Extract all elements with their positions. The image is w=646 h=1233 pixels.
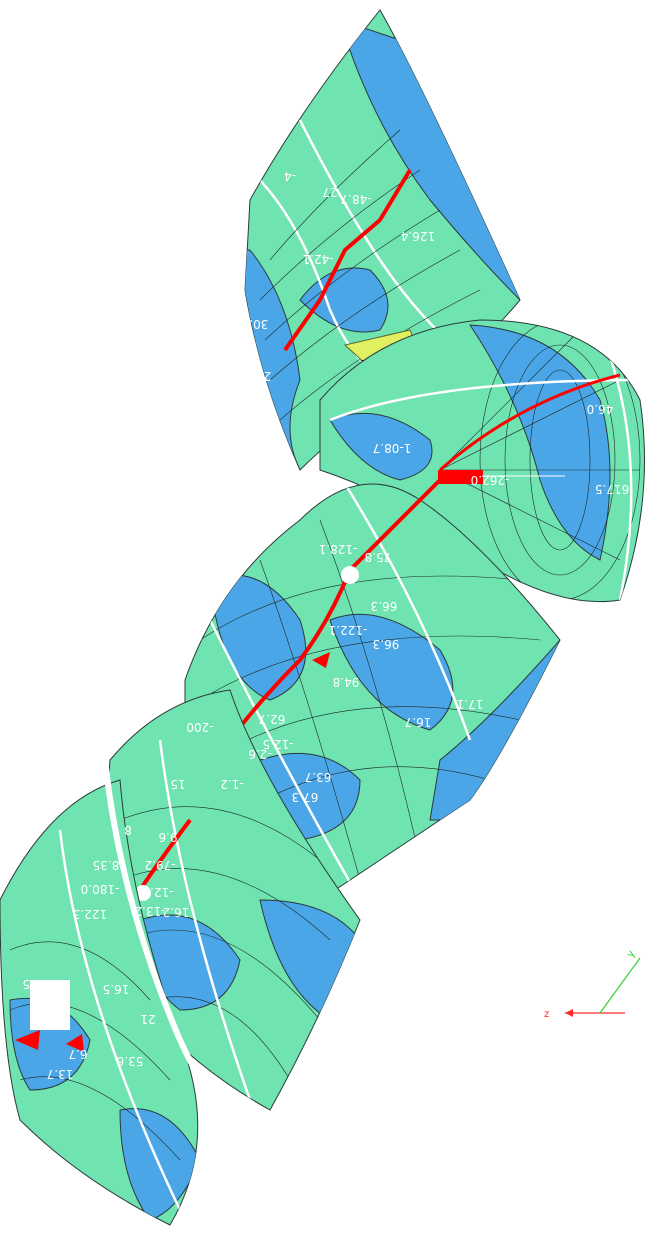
value-label: -13.2 <box>134 904 165 918</box>
value-label: -2.6 <box>248 747 271 761</box>
value-label: -180.0 <box>81 882 120 896</box>
value-label: 2.40 <box>245 369 272 383</box>
value-label: 126.4 <box>401 229 435 243</box>
value-label: 75.8 <box>365 550 392 564</box>
value-label: 8.35 <box>93 858 120 872</box>
value-label: 66.3 <box>371 599 398 613</box>
value-label: -12.3 <box>142 885 173 899</box>
value-label: 16.7 <box>405 715 432 729</box>
value-label: -4 <box>284 169 296 183</box>
value-label: 5.8 <box>200 1157 219 1171</box>
value-label: 617.5 <box>595 482 629 496</box>
value-label: 17.1 <box>457 697 484 711</box>
value-label: 62.7 <box>259 712 286 726</box>
bulb-shell-panel <box>319 319 645 603</box>
value-label: -1.2 <box>220 777 243 791</box>
value-label: -79.2 <box>144 858 175 872</box>
shell-gap <box>102 759 272 1130</box>
value-label: -5 <box>242 349 254 363</box>
z-axis-arrowhead <box>565 1009 573 1017</box>
value-label: -262.0 <box>471 473 510 487</box>
value-label: 94.8 <box>333 675 360 689</box>
value-label: 96.3 <box>373 637 400 651</box>
value-label: -122.1 <box>329 623 368 637</box>
value-label: 30.0 <box>242 317 269 331</box>
value-label: 46.0 <box>587 402 614 416</box>
value-label: 13.7 <box>47 1067 74 1081</box>
value-label: 15 <box>22 977 37 991</box>
value-label: -12.5 <box>262 737 293 751</box>
value-label: 8 <box>124 823 132 837</box>
value-label: -48.7 <box>340 192 371 206</box>
value-label: 122.3 <box>73 907 107 921</box>
value-label: -128.1 <box>319 542 358 556</box>
value-label: 27 <box>322 185 337 199</box>
value-label: 67.3 <box>292 790 319 804</box>
red-peak-marker <box>438 470 483 484</box>
value-label: 63.7 <box>305 770 332 784</box>
y-axis-label: y <box>625 949 638 960</box>
value-label: 1-08.7 <box>373 441 412 455</box>
lower-shell-panel-b <box>0 779 199 1226</box>
value-label: 21 <box>140 1012 155 1026</box>
y-axis-line <box>599 957 641 1014</box>
value-label: 16.2 <box>163 905 190 919</box>
value-label: 9.6 <box>158 830 177 844</box>
result-labels: 126.4 -48.727 -4 -42.1 30.0 2.40 -5 1-08.7 -262.… <box>22 169 629 1171</box>
z-axis-label: z <box>544 1009 549 1020</box>
value-label: -42.1 <box>302 252 333 266</box>
middle-shell-panel <box>184 478 561 901</box>
value-label: 21.6 <box>353 877 380 891</box>
axis-triad: z y <box>544 949 641 1020</box>
value-label: 53.6 <box>117 1054 144 1068</box>
value-label: 6.7 <box>68 1047 87 1061</box>
value-label: -200 <box>186 720 213 734</box>
value-label: 15 <box>170 777 185 791</box>
value-label: 16.5 <box>103 982 130 996</box>
